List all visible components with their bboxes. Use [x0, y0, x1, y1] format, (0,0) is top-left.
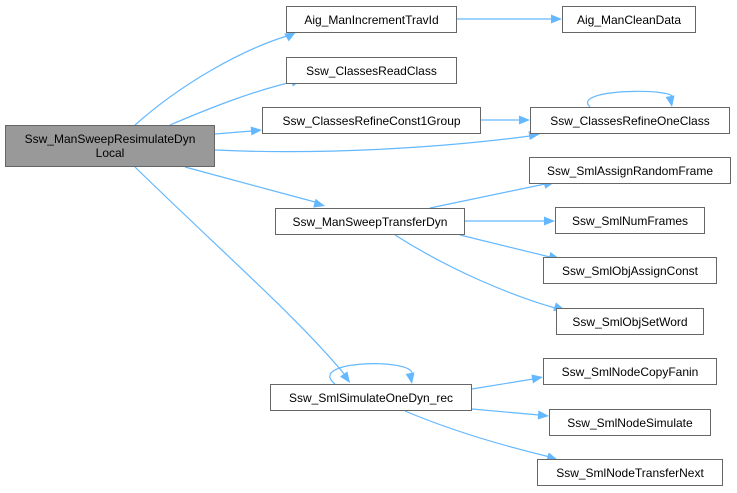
node-label: Ssw_SmlNodeSimulate	[567, 415, 693, 430]
node-ssw-smlnodetransfernext[interactable]: Ssw_SmlNodeTransferNext	[537, 459, 723, 486]
node-aig-mancleandata[interactable]: Aig_ManCleanData	[562, 6, 696, 33]
edge-root-to-refine_const	[214, 130, 253, 135]
node-ssw-classesrefineconst1group[interactable]: Ssw_ClassesRefineConst1Group	[262, 107, 481, 134]
node-label: Ssw_SmlNodeTransferNext	[556, 465, 704, 480]
node-ssw-classesreadclass[interactable]: Ssw_ClassesReadClass	[286, 57, 457, 84]
node-label: Ssw_ManSweepTransferDyn	[292, 214, 448, 229]
arrowhead-icon	[250, 126, 262, 136]
node-ssw-smlobjsetword[interactable]: Ssw_SmlObjSetWord	[556, 308, 704, 335]
edge-sim_one-to-sim_one	[329, 363, 413, 385]
node-aig-manincrementtravid[interactable]: Aig_ManIncrementTravId	[286, 6, 457, 33]
node-label: Ssw_SmlAssignRandomFrame	[546, 163, 714, 178]
edge-sim_one-to-transfer_next	[404, 410, 551, 458]
node-label: Ssw_ClassesRefineOneClass	[550, 113, 710, 128]
node-label: Ssw_ManSweepResimulateDyn Local	[24, 132, 196, 160]
arrowhead-icon	[537, 410, 549, 420]
node-label: Ssw_SmlNodeCopyFanin	[561, 364, 699, 379]
arrowhead-icon	[665, 95, 675, 107]
node-label: Ssw_SmlNumFrames	[571, 213, 688, 228]
edge-sim_one-to-copy_fanin	[471, 378, 534, 390]
edge-refine_one-to-refine_one	[586, 90, 673, 108]
arrowhead-icon	[405, 372, 415, 384]
arrowhead-icon	[546, 452, 558, 462]
node-ssw-smlobjassignconst[interactable]: Ssw_SmlObjAssignConst	[543, 257, 717, 284]
arrowhead-icon	[284, 32, 296, 42]
node-label: Ssw_ClassesReadClass	[306, 63, 437, 78]
node-label: Aig_ManCleanData	[576, 12, 682, 27]
arrowhead-icon	[313, 198, 325, 208]
node-ssw-smlnumframes[interactable]: Ssw_SmlNumFrames	[555, 207, 705, 234]
edge-transfer_dyn-to-assign_rand	[429, 183, 546, 209]
edge-transfer_dyn-to-set_word	[394, 234, 556, 309]
edge-root-to-aig_inc	[134, 34, 291, 126]
arrowhead-icon	[544, 216, 555, 226]
arrowhead-icon	[551, 14, 562, 24]
node-ssw-mansweeptransferdyn[interactable]: Ssw_ManSweepTransferDyn	[275, 208, 465, 235]
node-ssw-smlnodecopyfanin[interactable]: Ssw_SmlNodeCopyFanin	[543, 358, 717, 385]
edge-root-to-transfer_dyn	[184, 166, 316, 203]
edge-root-to-refine_one	[214, 135, 531, 153]
node-label: Ssw_ClassesRefineConst1Group	[282, 113, 461, 128]
edge-sim_one-to-node_sim	[471, 408, 540, 416]
node-ssw-smlsimulateonedyn-rec[interactable]: Ssw_SmlSimulateOneDyn_rec	[270, 384, 472, 411]
node-label: Aig_ManIncrementTravId	[304, 12, 439, 27]
node-label: Ssw_SmlSimulateOneDyn_rec	[288, 390, 454, 405]
edge-root-to-read_class	[169, 81, 293, 126]
node-ssw-smlnodesimulate[interactable]: Ssw_SmlNodeSimulate	[549, 409, 711, 436]
edge-transfer_dyn-to-assign_const	[459, 234, 551, 258]
node-ssw-mansweepresimulatedynlocal[interactable]: Ssw_ManSweepResimulateDyn Local	[5, 125, 215, 167]
edge-root-to-sim_one	[134, 166, 346, 376]
arrowhead-icon	[531, 374, 543, 384]
arrowhead-icon	[519, 115, 530, 125]
node-ssw-classesrefineoneclass[interactable]: Ssw_ClassesRefineOneClass	[530, 107, 730, 134]
arrowhead-icon	[340, 371, 350, 383]
node-ssw-smlassignrandomframe[interactable]: Ssw_SmlAssignRandomFrame	[529, 157, 731, 184]
node-label: Ssw_SmlObjSetWord	[572, 314, 688, 329]
node-label: Ssw_SmlObjAssignConst	[561, 263, 699, 278]
